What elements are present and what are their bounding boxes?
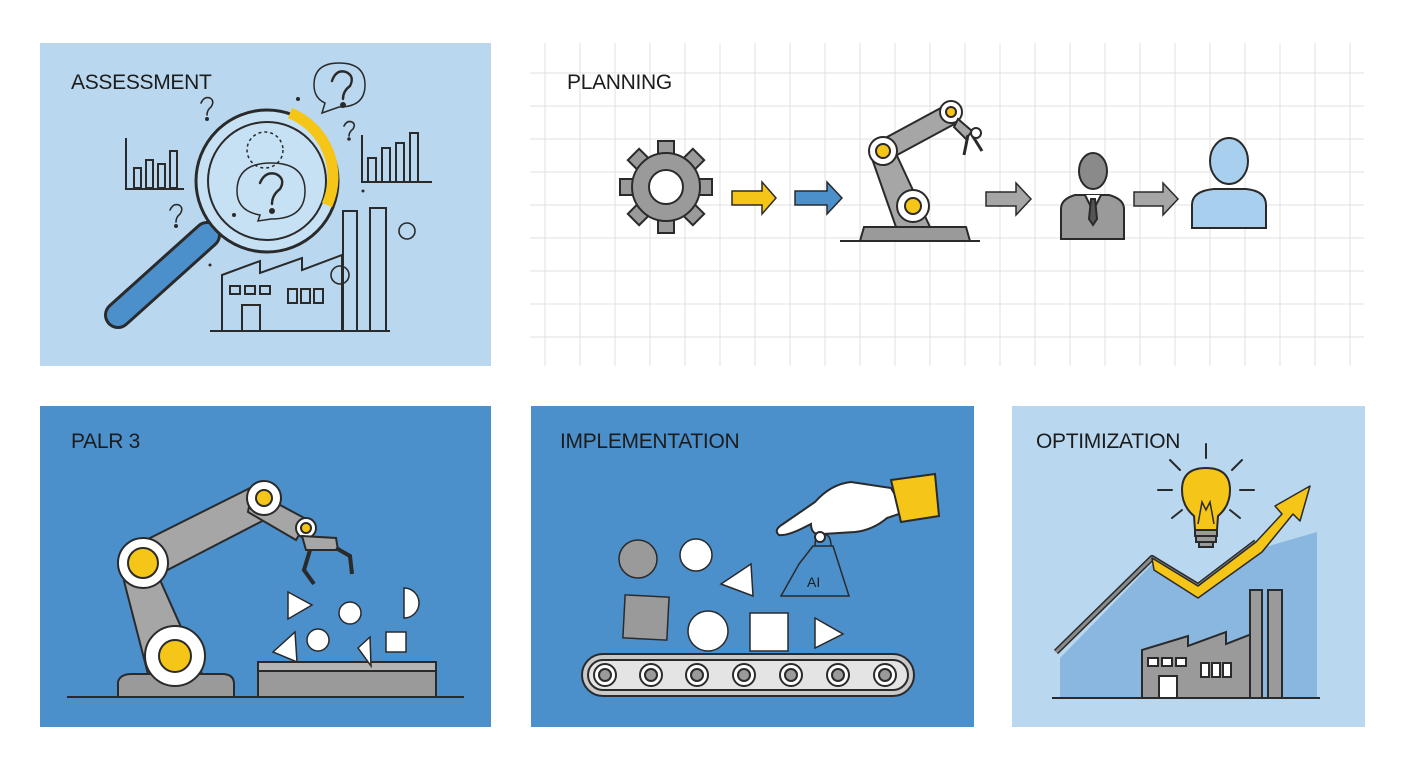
arrow-icon bbox=[731, 180, 777, 216]
hand-icon bbox=[775, 472, 941, 543]
panel-implementation: AI IMPLEMENTATION bbox=[531, 406, 974, 727]
sparkle-icon bbox=[208, 97, 365, 267]
person-icon bbox=[1060, 152, 1125, 240]
robot-arm-icon bbox=[117, 480, 354, 698]
robot-arm-icon bbox=[840, 100, 984, 242]
panel-assessment: ASSESSMENT bbox=[40, 43, 491, 366]
implementation-illustration: AI bbox=[581, 472, 941, 697]
panel-planning: PLANNING bbox=[530, 43, 1364, 366]
arrow-icon bbox=[1133, 181, 1180, 217]
shape-icons bbox=[271, 587, 420, 669]
conveyor-icon bbox=[581, 653, 915, 697]
lightbulb-icon bbox=[1180, 466, 1232, 548]
panel-title: PALR 3 bbox=[71, 430, 141, 453]
person-icon bbox=[1191, 137, 1267, 229]
question-icon bbox=[313, 62, 366, 115]
magnifier-icon bbox=[104, 107, 340, 329]
panel-title: IMPLEMENTATION bbox=[560, 430, 740, 453]
panel-title: PLANNING bbox=[567, 71, 672, 94]
gear-icon bbox=[619, 140, 713, 234]
assessment-illustration bbox=[104, 62, 432, 332]
light-rays bbox=[1157, 443, 1255, 519]
trend-arrow-icon bbox=[1151, 485, 1311, 599]
bar-chart-icon bbox=[361, 132, 432, 183]
optimization-illustration bbox=[1052, 443, 1320, 699]
planning-illustration bbox=[530, 43, 1364, 366]
arrow-icon bbox=[985, 181, 1033, 217]
panel-title: ASSESSMENT bbox=[71, 71, 212, 94]
arrow-icon bbox=[794, 180, 844, 216]
question-icon bbox=[258, 172, 284, 214]
factory-icon bbox=[1052, 589, 1320, 699]
bar-chart-icon bbox=[125, 138, 184, 190]
ai-label: AI bbox=[807, 574, 820, 590]
shape-icons bbox=[618, 538, 845, 652]
palr-illustration bbox=[67, 480, 464, 698]
factory-icon bbox=[210, 207, 390, 332]
panel-palr: PALR 3 bbox=[40, 406, 491, 727]
panel-optimization: OPTIMIZATION bbox=[1012, 406, 1365, 727]
speech-bubble-icon bbox=[236, 162, 306, 222]
question-icon bbox=[169, 96, 416, 285]
panel-title: OPTIMIZATION bbox=[1036, 430, 1181, 453]
